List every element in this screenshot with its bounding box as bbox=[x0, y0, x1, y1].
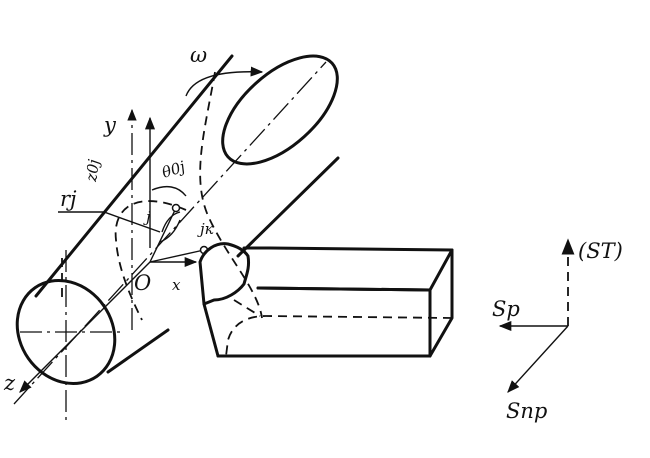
cylinder-lower-edge-far bbox=[236, 156, 340, 258]
omega-label: ω bbox=[190, 43, 207, 67]
theta-arc bbox=[151, 185, 187, 197]
rotation-arrow bbox=[185, 66, 264, 97]
y-label: y bbox=[103, 113, 117, 137]
origin-label: O bbox=[134, 271, 151, 295]
cutting-tool bbox=[198, 242, 454, 358]
point-j bbox=[171, 203, 181, 213]
radius-construction bbox=[58, 185, 209, 263]
j-label: j bbox=[143, 208, 151, 226]
tool-tip bbox=[198, 242, 250, 306]
jk-label: jк bbox=[197, 220, 214, 238]
cylinder-axis bbox=[13, 61, 327, 405]
tool-right-face bbox=[428, 248, 454, 358]
x-label: x bbox=[172, 276, 181, 294]
cylinder-far-face bbox=[221, 54, 339, 166]
tool-front-face bbox=[256, 286, 432, 292]
z-axis bbox=[19, 261, 151, 393]
feed-vectors bbox=[498, 238, 575, 393]
tool-hidden-edge-2 bbox=[233, 299, 261, 317]
cylinder-upper-edge bbox=[34, 54, 234, 298]
tool-hidden-edges bbox=[225, 315, 453, 357]
coordinate-axes bbox=[19, 108, 198, 420]
theta0j-label: θ0j bbox=[160, 157, 188, 181]
cut-surface-curve bbox=[114, 200, 187, 321]
z0j-label: z0j bbox=[82, 158, 103, 184]
z-label: z bbox=[3, 371, 16, 395]
tool-left-edge bbox=[202, 302, 220, 358]
hatch-ring bbox=[159, 211, 181, 243]
sp-label: Sp bbox=[492, 297, 520, 321]
workpiece-cylinder bbox=[13, 54, 340, 405]
snp-label: Snp bbox=[506, 399, 547, 423]
cylinder-lower-edge bbox=[106, 328, 170, 374]
rj-label: rj bbox=[60, 187, 77, 211]
machined-contour bbox=[199, 71, 263, 319]
tool-top-face bbox=[242, 246, 454, 292]
rj-leader bbox=[58, 211, 161, 233]
st-label: (ST) bbox=[578, 239, 623, 263]
radius-to-jk bbox=[149, 249, 205, 263]
snp-vector bbox=[507, 325, 569, 393]
